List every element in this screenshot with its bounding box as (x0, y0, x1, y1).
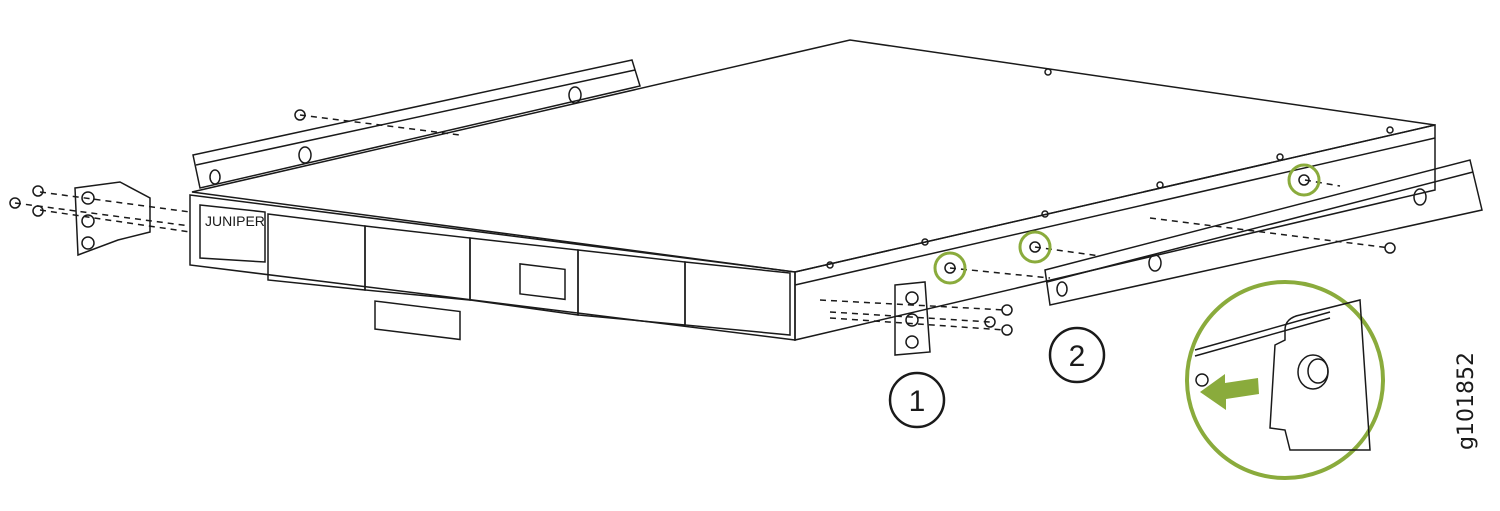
magnifier-callout-icon (1185, 280, 1385, 480)
callout-2: 2 (1048, 326, 1106, 384)
left-rear-rail (192, 59, 641, 189)
callout-2-label: 2 (1069, 340, 1086, 373)
chassis: JUNIPER (189, 39, 1436, 341)
screw-icon (32, 185, 44, 197)
arrow-left-icon (1200, 374, 1259, 410)
callout-1: 1 (888, 371, 946, 429)
highlighted-studs (933, 163, 1321, 285)
right-rear-rail (949, 159, 1483, 306)
left-front-bracket (74, 181, 151, 257)
screw-icon (294, 109, 306, 121)
screw-icon (1001, 324, 1013, 336)
screw-icon (1001, 304, 1013, 316)
screw-icon (984, 316, 996, 328)
callout-1-label: 1 (909, 385, 926, 418)
screws-left (9, 109, 461, 233)
screw-icon (1195, 373, 1209, 387)
screw-icon (32, 205, 44, 217)
front-modules (267, 213, 791, 341)
device-logo: JUNIPER (205, 213, 265, 229)
figure-id: g101852 (1454, 352, 1479, 450)
screw-icon (9, 197, 21, 209)
screw-icon (1384, 242, 1396, 254)
right-front-bracket (819, 281, 1013, 356)
